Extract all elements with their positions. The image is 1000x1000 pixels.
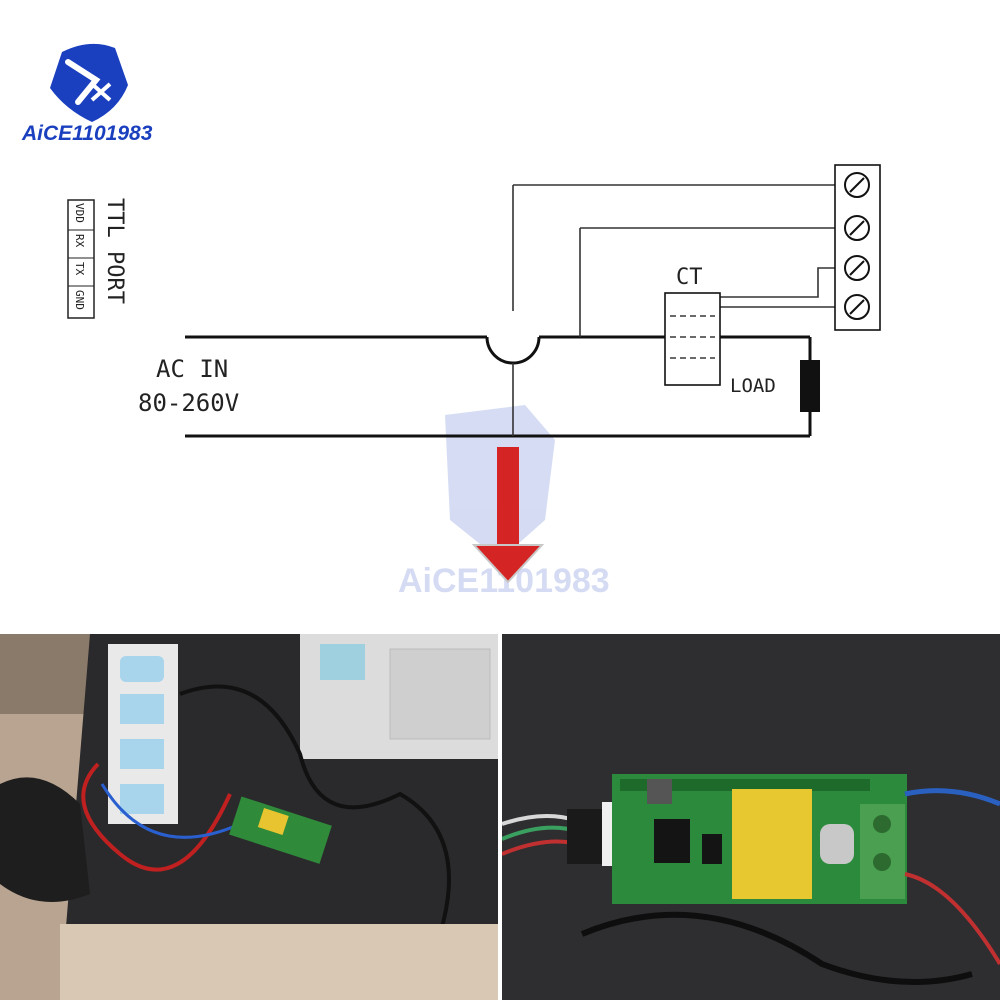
ttl-pin-tx: TX: [73, 262, 86, 276]
module-photo-icon: [502, 634, 1000, 1000]
setup-photo-icon: [0, 634, 498, 1000]
ttl-port: VDD RX TX GND TTL PORT: [67, 198, 127, 319]
module-photo: [502, 634, 1000, 1000]
current-transformer: CT: [664, 265, 721, 386]
brand-logo: AiCE1101983: [21, 43, 153, 145]
ttl-pin-rx: RX: [73, 234, 86, 248]
load-resistor: LOAD: [730, 360, 820, 412]
down-arrow-icon: [471, 447, 545, 584]
shield-logo-icon: [50, 43, 128, 122]
wiring-diagram: AiCE1101983 AiCE1101983 VDD RX TX GND TT…: [21, 43, 881, 600]
logo-text: AiCE1101983: [21, 122, 153, 145]
ttl-pin-vdd: VDD: [73, 203, 86, 223]
ac-lines: [185, 335, 812, 438]
load-label: LOAD: [730, 375, 776, 397]
voltage-label: 80-260V: [138, 389, 239, 417]
ttl-port-label: TTL PORT: [102, 198, 127, 304]
screw-terminal-icon: [844, 172, 870, 320]
terminal-block: [834, 164, 881, 331]
ac-in-label: AC IN: [156, 355, 228, 383]
ct-label: CT: [676, 265, 703, 290]
sense-wires: [512, 184, 835, 436]
ttl-pin-gnd: GND: [73, 290, 86, 310]
setup-photo: [0, 634, 498, 1000]
